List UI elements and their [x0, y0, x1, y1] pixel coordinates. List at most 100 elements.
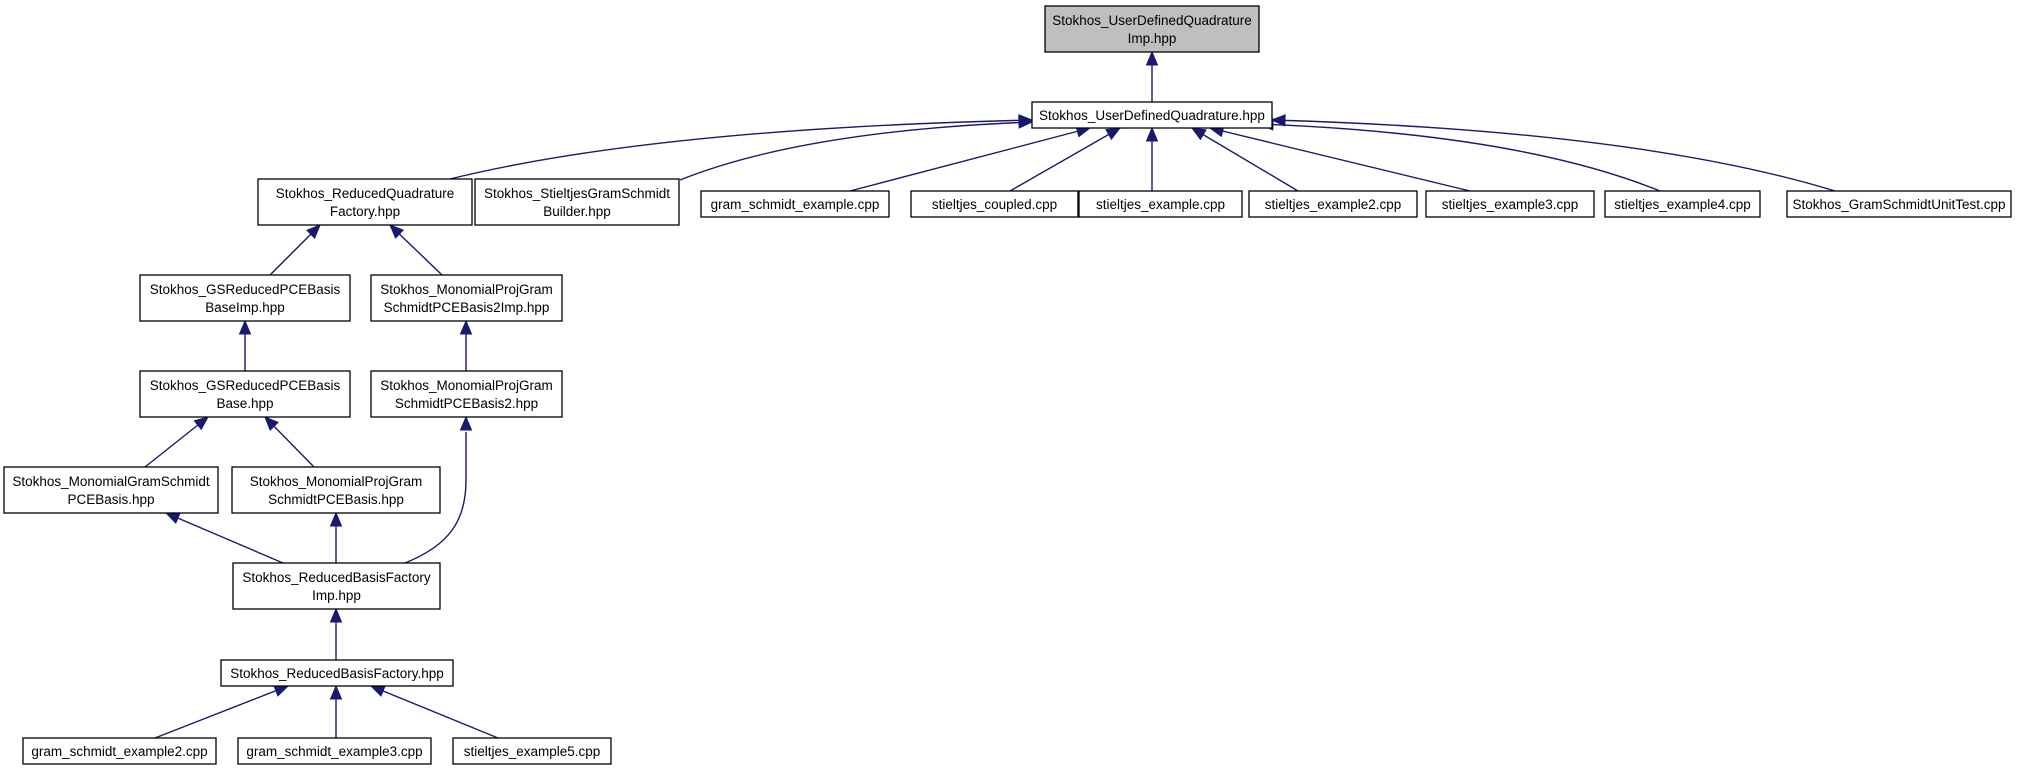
- file-node-box[interactable]: [370, 370, 563, 418]
- edge-arrowhead: [193, 416, 210, 431]
- graph-node-n14[interactable]: Stokhos_MonomialProjGramSchmidtPCEBasis2…: [370, 370, 563, 418]
- node-label: Stokhos_UserDefinedQuadrature.hpp: [1039, 108, 1265, 123]
- graph-node-n1[interactable]: Stokhos_UserDefinedQuadrature.hpp: [1031, 101, 1273, 129]
- node-label: Stokhos_GSReducedPCEBasis: [150, 378, 341, 393]
- edge-n15-n13: [144, 416, 210, 468]
- file-node-box[interactable]: [910, 190, 1079, 218]
- edge-n8-n1: [1208, 125, 1471, 192]
- edge-n3-n1: [679, 116, 1034, 181]
- node-label: Stokhos_MonomialProjGram: [380, 378, 553, 393]
- edge-n12-n2: [389, 224, 443, 276]
- edge-line: [1209, 127, 1471, 192]
- edge-n7-n1: [1190, 127, 1299, 192]
- graph-node-n19[interactable]: gram_schmidt_example2.cpp: [22, 737, 217, 765]
- edge-arrowhead: [238, 319, 252, 335]
- graph-node-n5[interactable]: stieltjes_coupled.cpp: [910, 190, 1079, 218]
- edge-n17-n15: [164, 512, 284, 564]
- node-label: Stokhos_GSReducedPCEBasis: [150, 282, 341, 297]
- graph-node-n12[interactable]: Stokhos_MonomialProjGramSchmidtPCEBasis2…: [370, 274, 563, 322]
- edge-arrowhead: [329, 511, 343, 527]
- edge-arrowhead: [369, 685, 386, 697]
- node-label: SchmidtPCEBasis2.hpp: [395, 396, 538, 411]
- file-node-box[interactable]: [474, 178, 680, 226]
- edge-arrowhead: [389, 224, 405, 239]
- file-node-box[interactable]: [231, 466, 441, 514]
- file-node-box[interactable]: [1425, 190, 1595, 218]
- edge-line: [165, 512, 284, 564]
- graph-node-n7[interactable]: stieltjes_example2.cpp: [1248, 190, 1418, 218]
- file-node-box[interactable]: [232, 562, 441, 610]
- graph-node-n21[interactable]: stieltjes_example5.cpp: [452, 737, 612, 765]
- node-label: Imp.hpp: [312, 588, 361, 603]
- edge-n11-n2: [269, 224, 321, 276]
- node-label: stieltjes_example3.cpp: [1442, 197, 1579, 212]
- file-node-box[interactable]: [1031, 101, 1273, 129]
- edge-n17-n14: [404, 415, 473, 564]
- edge-line: [404, 432, 467, 564]
- file-node-box[interactable]: [1786, 190, 2012, 218]
- file-node-box[interactable]: [370, 274, 563, 322]
- graph-node-n4[interactable]: gram_schmidt_example.cpp: [700, 190, 890, 218]
- edge-n19-n18: [154, 685, 290, 739]
- file-node-box[interactable]: [139, 370, 351, 418]
- node-label: Stokhos_MonomialProjGram: [380, 282, 553, 297]
- edge-arrowhead: [264, 416, 279, 432]
- edge-n13-n11: [238, 319, 252, 371]
- graph-node-n6[interactable]: stieltjes_example.cpp: [1078, 190, 1243, 218]
- node-label: Stokhos_UserDefinedQuadrature: [1052, 13, 1252, 28]
- graph-node-n16[interactable]: Stokhos_MonomialProjGramSchmidtPCEBasis.…: [231, 466, 441, 514]
- file-node-box[interactable]: [700, 190, 890, 218]
- graph-node-n20[interactable]: gram_schmidt_example3.cpp: [237, 737, 432, 765]
- graph-node-n18[interactable]: Stokhos_ReducedBasisFactory.hpp: [220, 659, 454, 687]
- edge-arrowhead: [329, 607, 343, 623]
- edge-arrowhead: [1270, 114, 1286, 127]
- edge-n10-n1: [1270, 114, 1836, 192]
- graph-node-n10[interactable]: Stokhos_GramSchmidtUnitTest.cpp: [1786, 190, 2012, 218]
- file-node-box[interactable]: [257, 178, 473, 226]
- edge-line: [154, 685, 289, 739]
- file-node-box[interactable]: [1604, 190, 1761, 218]
- file-node-box[interactable]: [139, 274, 351, 322]
- current-file-node-box[interactable]: [1044, 5, 1260, 53]
- graph-node-n9[interactable]: stieltjes_example4.cpp: [1604, 190, 1761, 218]
- edge-line: [1009, 127, 1121, 192]
- edge-n6-n1: [1145, 126, 1159, 191]
- edge-arrowhead: [164, 512, 181, 525]
- file-node-box[interactable]: [1078, 190, 1243, 218]
- edge-arrowhead: [1018, 116, 1034, 129]
- node-label: stieltjes_example4.cpp: [1614, 197, 1751, 212]
- graph-node-n8[interactable]: stieltjes_example3.cpp: [1425, 190, 1595, 218]
- node-label: stieltjes_example5.cpp: [464, 744, 601, 759]
- node-label: SchmidtPCEBasis2Imp.hpp: [384, 300, 550, 315]
- edge-arrowhead: [273, 685, 290, 697]
- edge-arrowhead: [329, 684, 343, 700]
- node-label: Stokhos_ReducedBasisFactory.hpp: [230, 666, 444, 681]
- node-label: stieltjes_example2.cpp: [1265, 197, 1402, 212]
- file-node-box[interactable]: [220, 659, 454, 687]
- file-node-box[interactable]: [3, 466, 219, 514]
- node-label: Stokhos_MonomialProjGram: [250, 474, 423, 489]
- file-node-box[interactable]: [237, 737, 432, 765]
- edge-arrowhead: [306, 224, 321, 239]
- edge-arrowhead: [1145, 50, 1159, 66]
- node-label: Factory.hpp: [330, 204, 400, 219]
- file-node-box[interactable]: [22, 737, 217, 765]
- file-node-box[interactable]: [1248, 190, 1418, 218]
- edge-n20-n18: [329, 684, 343, 738]
- file-node-box[interactable]: [452, 737, 612, 765]
- edge-arrowhead: [1190, 127, 1207, 141]
- node-label: Stokhos_ReducedBasisFactory: [242, 570, 431, 585]
- edge-line: [370, 685, 499, 739]
- node-label: Stokhos_ReducedQuadrature: [276, 186, 455, 201]
- edge-line: [679, 121, 1033, 181]
- node-label: Stokhos_GramSchmidtUnitTest.cpp: [1792, 197, 2005, 212]
- node-label: gram_schmidt_example.cpp: [711, 197, 880, 212]
- edge-n1-n0: [1145, 50, 1159, 102]
